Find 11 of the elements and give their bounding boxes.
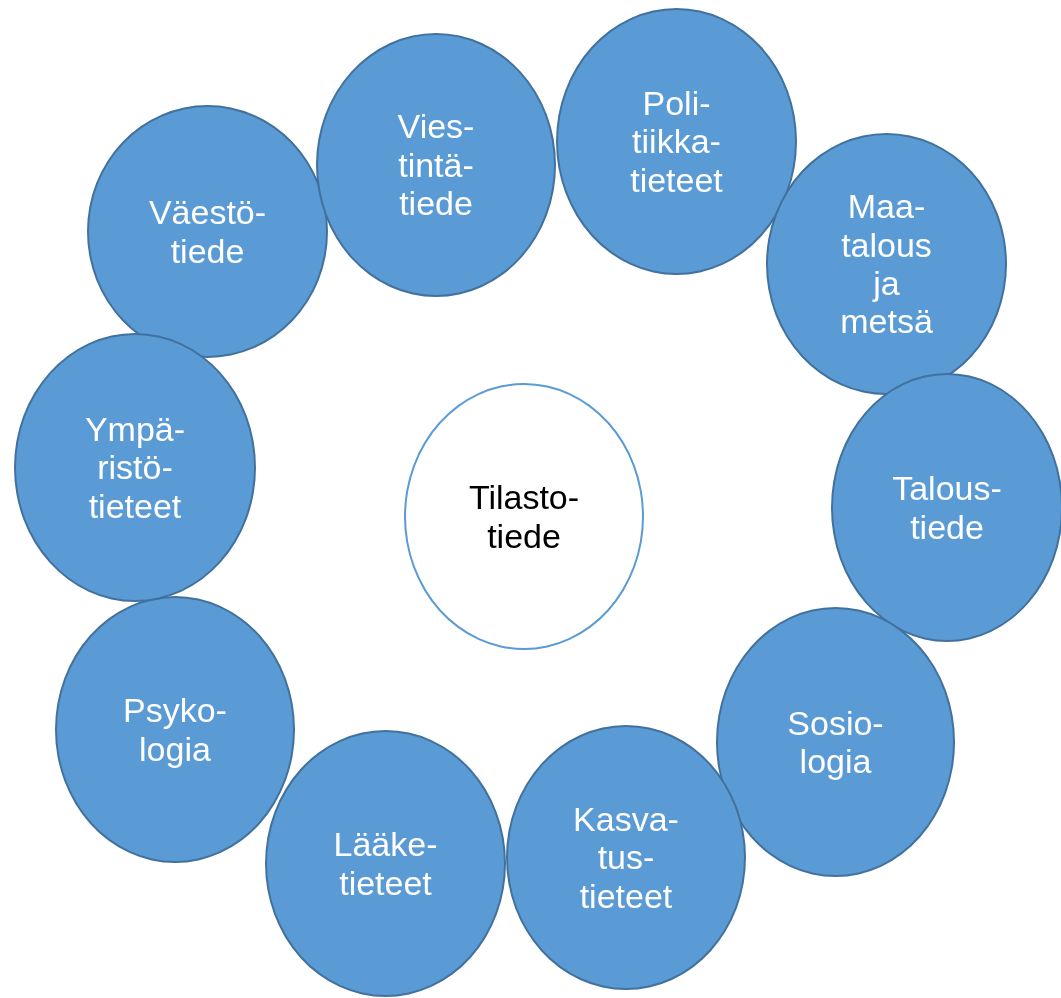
topic-label: Sosio- logia xyxy=(787,703,884,781)
topic-label: Tilasto- tiede xyxy=(468,478,580,555)
topic-label: Ympä- ristö- tieteet xyxy=(84,409,186,526)
topic-label: Poli- tiikka- tieteet xyxy=(630,83,723,200)
topic-label: Talous- tiede xyxy=(892,469,1002,546)
topic-label: Väestö- tiede xyxy=(148,193,267,270)
topic-label: Psyko- logia xyxy=(123,691,227,768)
topic-label: Vies- tintä- tiede xyxy=(397,107,475,223)
topic-label: Maa- talous ja metsä xyxy=(840,187,933,341)
topic-label: Lääke- tieteet xyxy=(333,825,438,902)
topic-label: Kasva- tus- tieteet xyxy=(573,799,679,916)
